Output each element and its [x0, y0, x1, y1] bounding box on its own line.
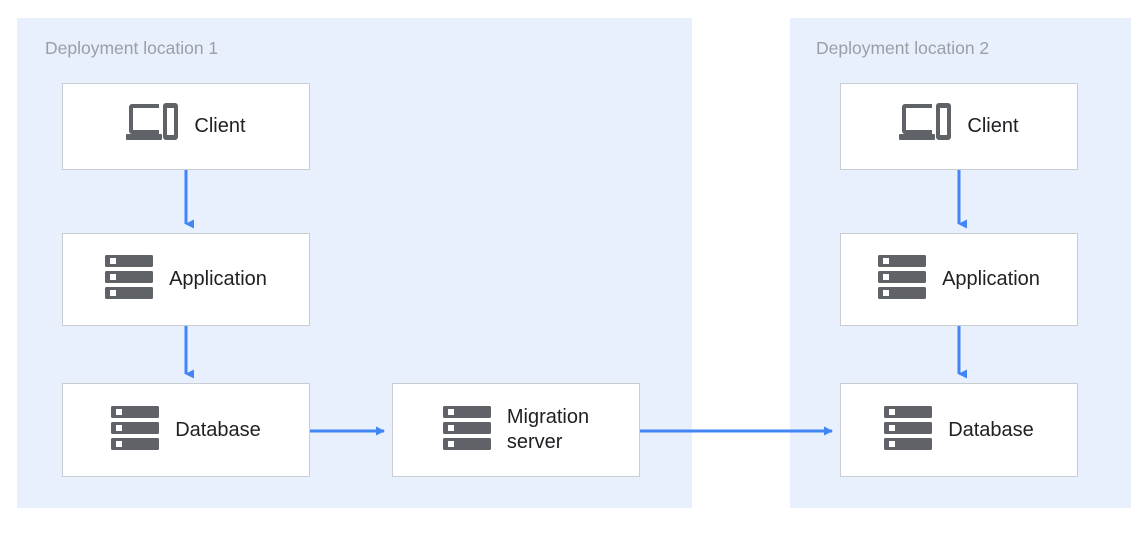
server-icon	[105, 254, 154, 305]
node-client-2-label: Client	[967, 115, 1019, 137]
node-client-1-label: Client	[194, 115, 246, 137]
server-icon	[878, 254, 927, 305]
client-devices-icon	[899, 101, 952, 152]
server-icon	[111, 405, 160, 456]
server-icon	[884, 405, 933, 456]
server-icon	[442, 405, 491, 456]
node-application-2-label: Application	[942, 268, 1040, 290]
node-client-2[interactable]: Client	[840, 83, 1078, 170]
node-migration-server[interactable]: Migration server	[392, 383, 640, 477]
node-database-2-label: Database	[948, 418, 1034, 441]
deployment-zone-2-label: Deployment location 2	[816, 38, 990, 58]
node-database-2[interactable]: Database	[840, 383, 1078, 477]
node-client-1[interactable]: Client	[62, 83, 310, 170]
deployment-zone-1-label: Deployment location 1	[45, 38, 219, 58]
client-devices-icon	[126, 101, 179, 152]
node-migration-server-label: Migration server	[506, 406, 590, 453]
node-application-1-label: Application	[169, 268, 267, 290]
node-database-1-label: Database	[175, 418, 261, 441]
node-database-1[interactable]: Database	[62, 383, 310, 477]
node-application-1[interactable]: Application	[62, 233, 310, 326]
node-application-2[interactable]: Application	[840, 233, 1078, 326]
